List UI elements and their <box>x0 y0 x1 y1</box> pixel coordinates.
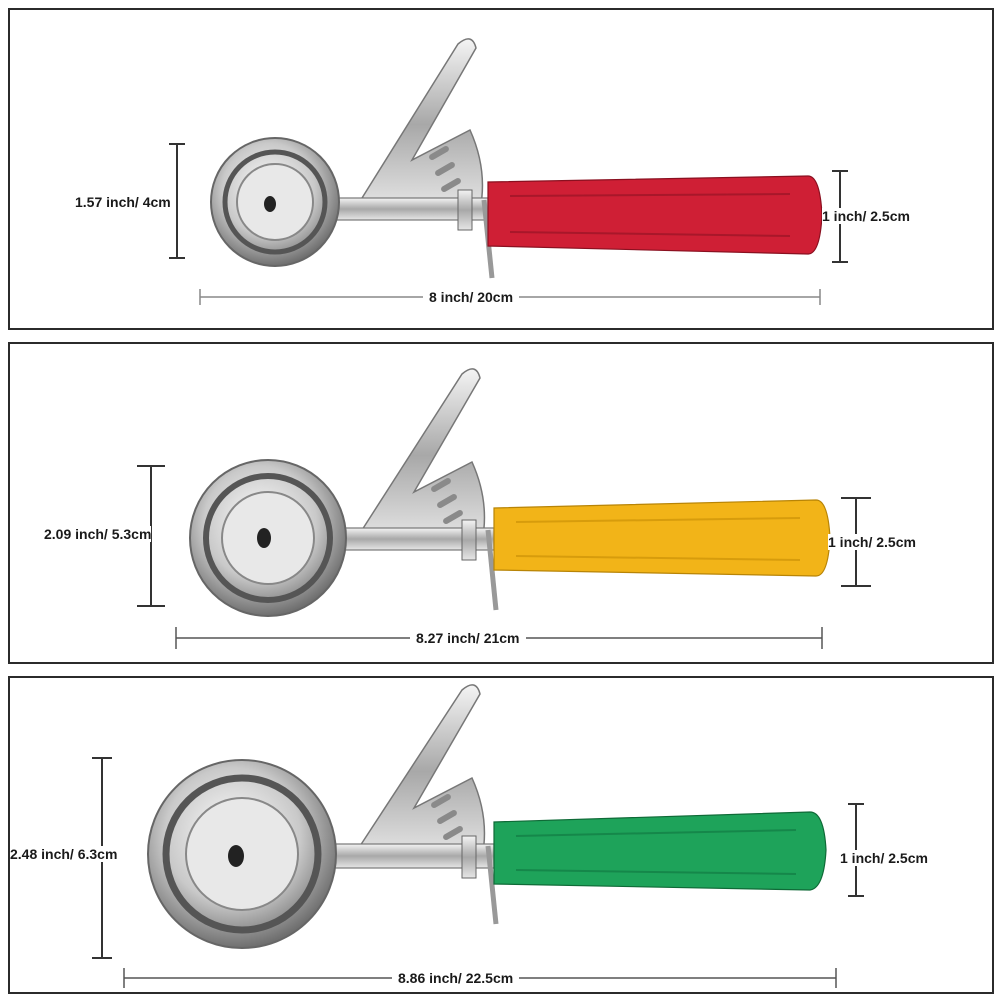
scoop-panel-small: 1.57 inch/ 4cm 1 inch/ 2.5cm 8 inch/ 20c… <box>8 8 994 330</box>
release-clip <box>485 845 499 925</box>
total-length-label: 8 inch/ 20cm <box>423 289 520 305</box>
scoop-handle <box>487 175 823 255</box>
bowl-diameter-label: 1.57 inch/ 4cm <box>75 194 171 210</box>
scoop-handle <box>493 499 831 577</box>
scoop-panel-medium: 2.09 inch/ 5.3cm 1 inch/ 2.5cm 8.27 inch… <box>8 342 994 664</box>
scoop-bowl <box>189 459 347 617</box>
handle-width-label: 1 inch/ 2.5cm <box>840 850 928 866</box>
scoop-bowl <box>210 137 340 267</box>
diameter-dimension-line <box>169 143 185 259</box>
release-clip <box>485 529 499 611</box>
scoop-illustration-large <box>92 684 864 988</box>
total-length-label: 8.27 inch/ 21cm <box>410 630 526 646</box>
bowl-diameter-label: 2.09 inch/ 5.3cm <box>44 526 152 542</box>
thumb-lever <box>358 684 486 859</box>
thumb-lever <box>360 38 484 211</box>
scoop-illustration-small <box>169 38 848 305</box>
total-length-label: 8.86 inch/ 22.5cm <box>392 970 520 986</box>
scoop-illustration-medium <box>137 368 871 649</box>
handle-width-label: 1 inch/ 2.5cm <box>828 534 916 550</box>
scoop-bowl <box>147 759 337 949</box>
handle-width-label: 1 inch/ 2.5cm <box>822 208 910 224</box>
scoop-panel-large: 2.48 inch/ 6.3cm 1 inch/ 2.5cm 8.86 inch… <box>8 676 994 994</box>
bowl-diameter-label: 2.48 inch/ 6.3cm <box>10 846 118 862</box>
scoop-handle <box>493 811 827 891</box>
thumb-lever <box>360 368 486 543</box>
